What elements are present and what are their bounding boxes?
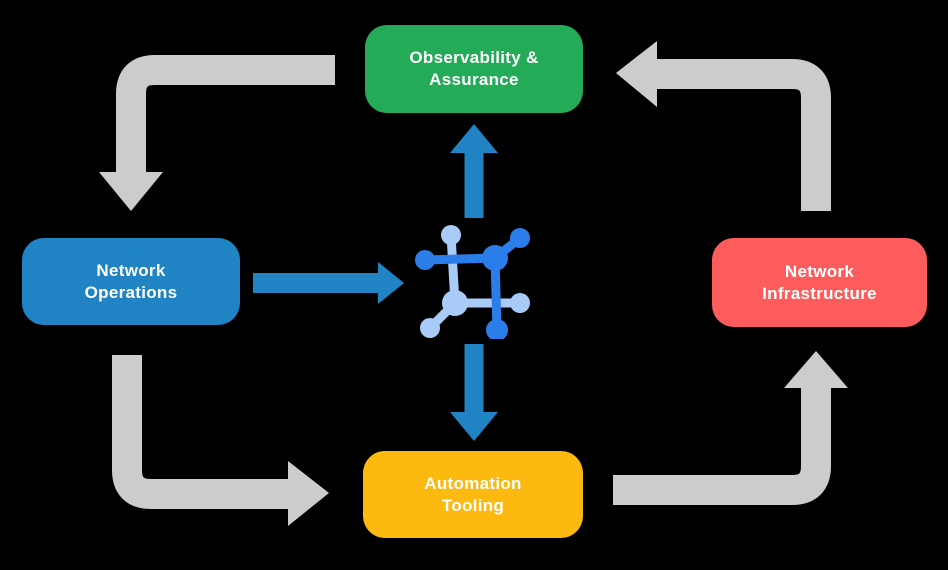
node-observability-assurance: Observability & Assurance: [365, 25, 583, 113]
node-label-line: Infrastructure: [762, 283, 877, 303]
arrow-center-to-observability: [450, 124, 498, 218]
node-label-line: Network: [96, 260, 166, 280]
node-label-line: Network: [784, 261, 855, 281]
arrow-operations-to-center: [253, 262, 404, 304]
arrow-center-to-automation: [450, 344, 498, 441]
node-label-line: Assurance: [429, 70, 519, 89]
arrowhead-up: [450, 124, 498, 153]
icon-dark-branches: [415, 228, 530, 339]
icon-light-branches: [420, 225, 530, 338]
arrowhead-up: [784, 351, 848, 388]
node-label-line: Automation: [424, 473, 522, 493]
arrow-operations-to-automation: [112, 355, 329, 526]
node-automation-tooling: Automation Tooling: [363, 451, 583, 538]
arrowhead-right: [378, 262, 404, 304]
arrowhead-right: [288, 461, 329, 526]
node-network-infrastructure: Network Infrastructure: [712, 238, 927, 327]
arrowhead-down: [99, 172, 163, 211]
node-network-operations: Network Operations: [22, 238, 240, 325]
node-label-line: Observability &: [409, 48, 539, 67]
arrow-automation-to-infrastructure: [613, 351, 848, 505]
network-platform-icon: [415, 225, 530, 339]
arrow-infrastructure-to-observability: [616, 41, 831, 211]
node-label-line: Tooling: [441, 495, 505, 515]
node-label-line: Operations: [84, 282, 178, 302]
arrowhead-left: [616, 41, 657, 107]
arrow-observability-to-operations: [99, 55, 335, 211]
arrowhead-down: [450, 412, 498, 441]
